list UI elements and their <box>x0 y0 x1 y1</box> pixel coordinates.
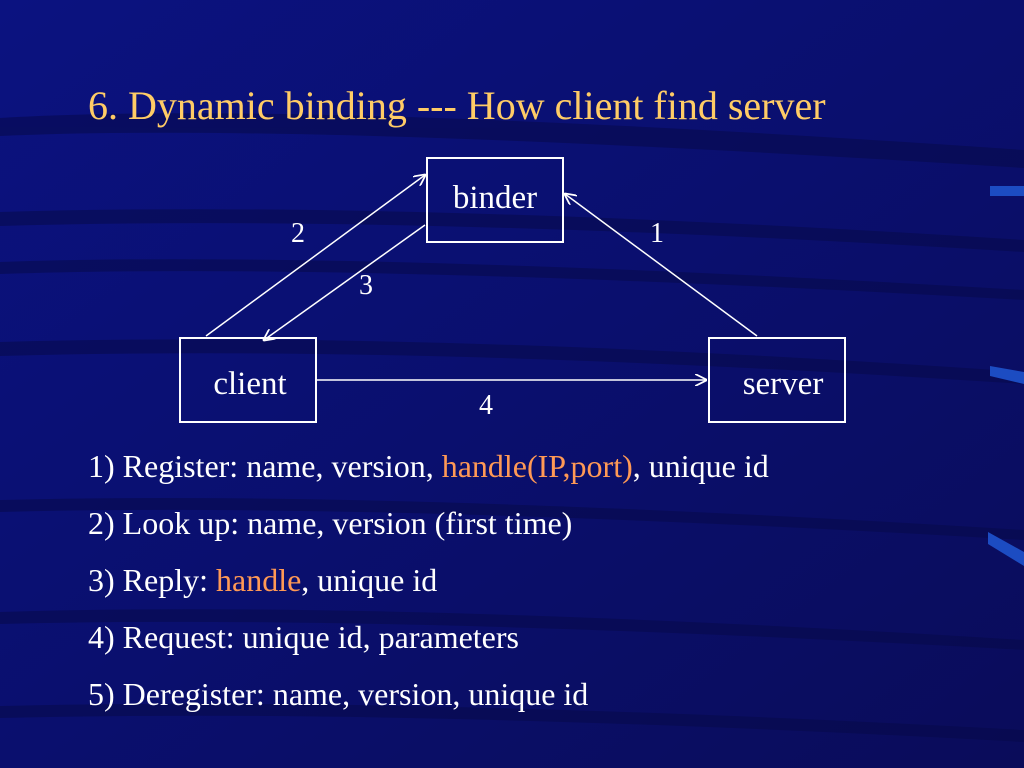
step-text: 5) Deregister: name, version, unique id <box>88 676 589 712</box>
step-text: 1) Register: name, version, <box>88 448 442 484</box>
client-box <box>179 337 317 423</box>
background-streaks <box>0 113 1024 742</box>
register-step-label: 1 <box>650 218 664 249</box>
server-box <box>708 337 846 423</box>
binder-label: binder <box>453 180 537 216</box>
step-text: 2) Look up: name, version (first time) <box>88 505 573 541</box>
stripe <box>990 186 1024 196</box>
step-item: 3) Reply: handle, unique id <box>88 552 769 609</box>
slide-title: 6. Dynamic binding --- How client find s… <box>88 83 826 128</box>
step-item: 5) Deregister: name, version, unique id <box>88 666 769 723</box>
step-highlight: handle <box>215 562 302 598</box>
register-arrow <box>565 194 758 337</box>
step-text: 3) Reply: <box>88 562 216 598</box>
step-highlight: handle(IP,port) <box>441 448 633 484</box>
binder-node: binder <box>426 157 564 243</box>
step-suffix: , unique id <box>301 562 438 598</box>
step-suffix: , unique id <box>632 448 769 484</box>
right-edge-stripes <box>988 186 1024 566</box>
client-label: client <box>213 366 286 402</box>
request-step-label: 4 <box>479 390 493 421</box>
step-list: 1) Register: name, version, handle(IP,po… <box>88 438 769 723</box>
reply-step-label: 3 <box>359 270 373 301</box>
server-node: server <box>708 337 846 423</box>
stripe <box>990 366 1024 384</box>
step-item: 2) Look up: name, version (first time) <box>88 495 769 552</box>
reply-arrow <box>264 224 426 340</box>
server-label: server <box>743 366 824 402</box>
lookup-arrow <box>205 175 425 337</box>
stripe <box>988 532 1024 566</box>
step-text: 4) Request: unique id, parameters <box>88 619 519 655</box>
lookup-step-label: 2 <box>291 218 305 249</box>
client-node: client <box>179 337 317 423</box>
step-item: 1) Register: name, version, handle(IP,po… <box>88 438 769 495</box>
step-item: 4) Request: unique id, parameters <box>88 609 769 666</box>
